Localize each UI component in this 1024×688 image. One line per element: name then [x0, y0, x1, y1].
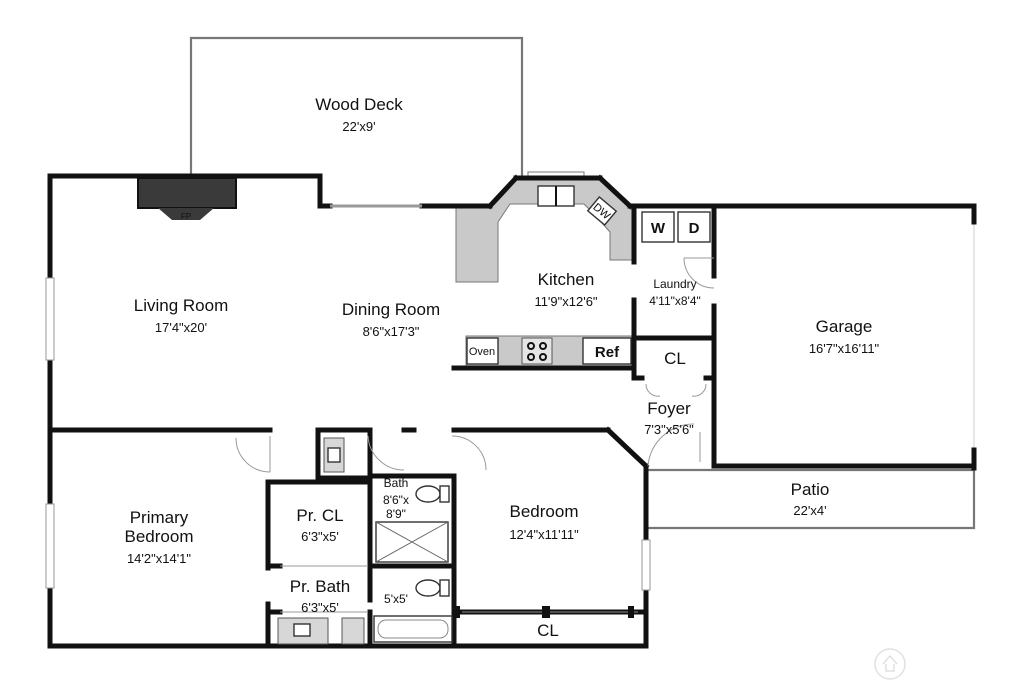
- window-bedroom: [641, 539, 651, 591]
- bedroom-name: Bedroom: [510, 502, 579, 521]
- wood-deck-outline: [189, 36, 524, 176]
- fireplace-label: FP: [181, 212, 191, 221]
- laundry-name: Laundry: [653, 277, 696, 291]
- kitchen-name: Kitchen: [538, 270, 595, 289]
- foyer-closet-name: CL: [664, 349, 686, 368]
- dishwasher-icon: DW: [586, 196, 618, 226]
- living-room-dims: 17'4"x20': [155, 320, 207, 335]
- foyer-dims: 7'3"x5'6": [644, 422, 694, 437]
- bedroom-closet-name: CL: [537, 621, 559, 640]
- laundry-dims: 4'11"x8'4": [649, 294, 701, 308]
- refrigerator-icon: [582, 337, 632, 365]
- bedroom-dims: 12'4"x11'11": [509, 527, 579, 542]
- pr-bath-dims: 6'3"x5': [301, 600, 339, 615]
- patio-dims: 22'x4': [793, 503, 826, 518]
- walls: [47, 173, 977, 649]
- bath-sink: [327, 447, 341, 463]
- fireplace-hearth: [158, 208, 214, 220]
- bath-dims-2: 8'9": [386, 507, 406, 521]
- garage-dims: 16'7"x16'11": [809, 341, 880, 356]
- living-room-name: Living Room: [134, 296, 229, 315]
- dining-room-name: Dining Room: [342, 300, 440, 319]
- logo-watermark: [874, 648, 906, 680]
- garage-name: Garage: [816, 317, 873, 336]
- patio-outline: [646, 468, 976, 530]
- wood-deck-dims: 22'x9': [342, 119, 375, 134]
- bath-name: Bath: [384, 476, 409, 490]
- kitchen-dims: 11'9"x12'6": [534, 294, 597, 309]
- oven-icon: [466, 337, 499, 365]
- bathtub-icon: [373, 615, 453, 643]
- primary-bedroom-dims: 14'2"x14'1": [127, 551, 191, 566]
- bath-toilet-icon: [415, 485, 450, 503]
- shower-icon: [375, 521, 449, 563]
- dryer-label: D: [689, 220, 700, 237]
- refrigerator-label: Ref: [595, 344, 620, 361]
- window-primary: [45, 503, 55, 589]
- window-living: [45, 277, 55, 361]
- patio-name: Patio: [791, 480, 830, 499]
- washer-icon: [641, 211, 675, 243]
- toilet-room-dims: 5'x5': [384, 592, 408, 606]
- oven-label: Oven: [469, 346, 495, 358]
- cooktop-icon: [521, 337, 553, 365]
- pr-cl-dims: 6'3"x5': [301, 529, 339, 544]
- primary-bedroom-name-2: Bedroom: [125, 527, 194, 546]
- fireplace-icon: [137, 177, 237, 209]
- toilet-icon: [415, 579, 450, 597]
- wood-deck-name: Wood Deck: [315, 95, 403, 114]
- pr-bath-name: Pr. Bath: [290, 577, 350, 596]
- dining-room-dims: 8'6"x17'3": [363, 324, 420, 339]
- pr-bath-sink: [293, 623, 311, 637]
- pr-bath-cabinet: [341, 617, 365, 645]
- pr-cl-name: Pr. CL: [296, 506, 343, 525]
- foyer-name: Foyer: [647, 399, 691, 418]
- closet-divider: [542, 606, 550, 618]
- primary-bedroom-name-1: Primary: [130, 508, 189, 527]
- bath-dims-1: 8'6"x: [383, 493, 409, 507]
- washer-label: W: [651, 220, 666, 237]
- dryer-icon: [677, 211, 711, 243]
